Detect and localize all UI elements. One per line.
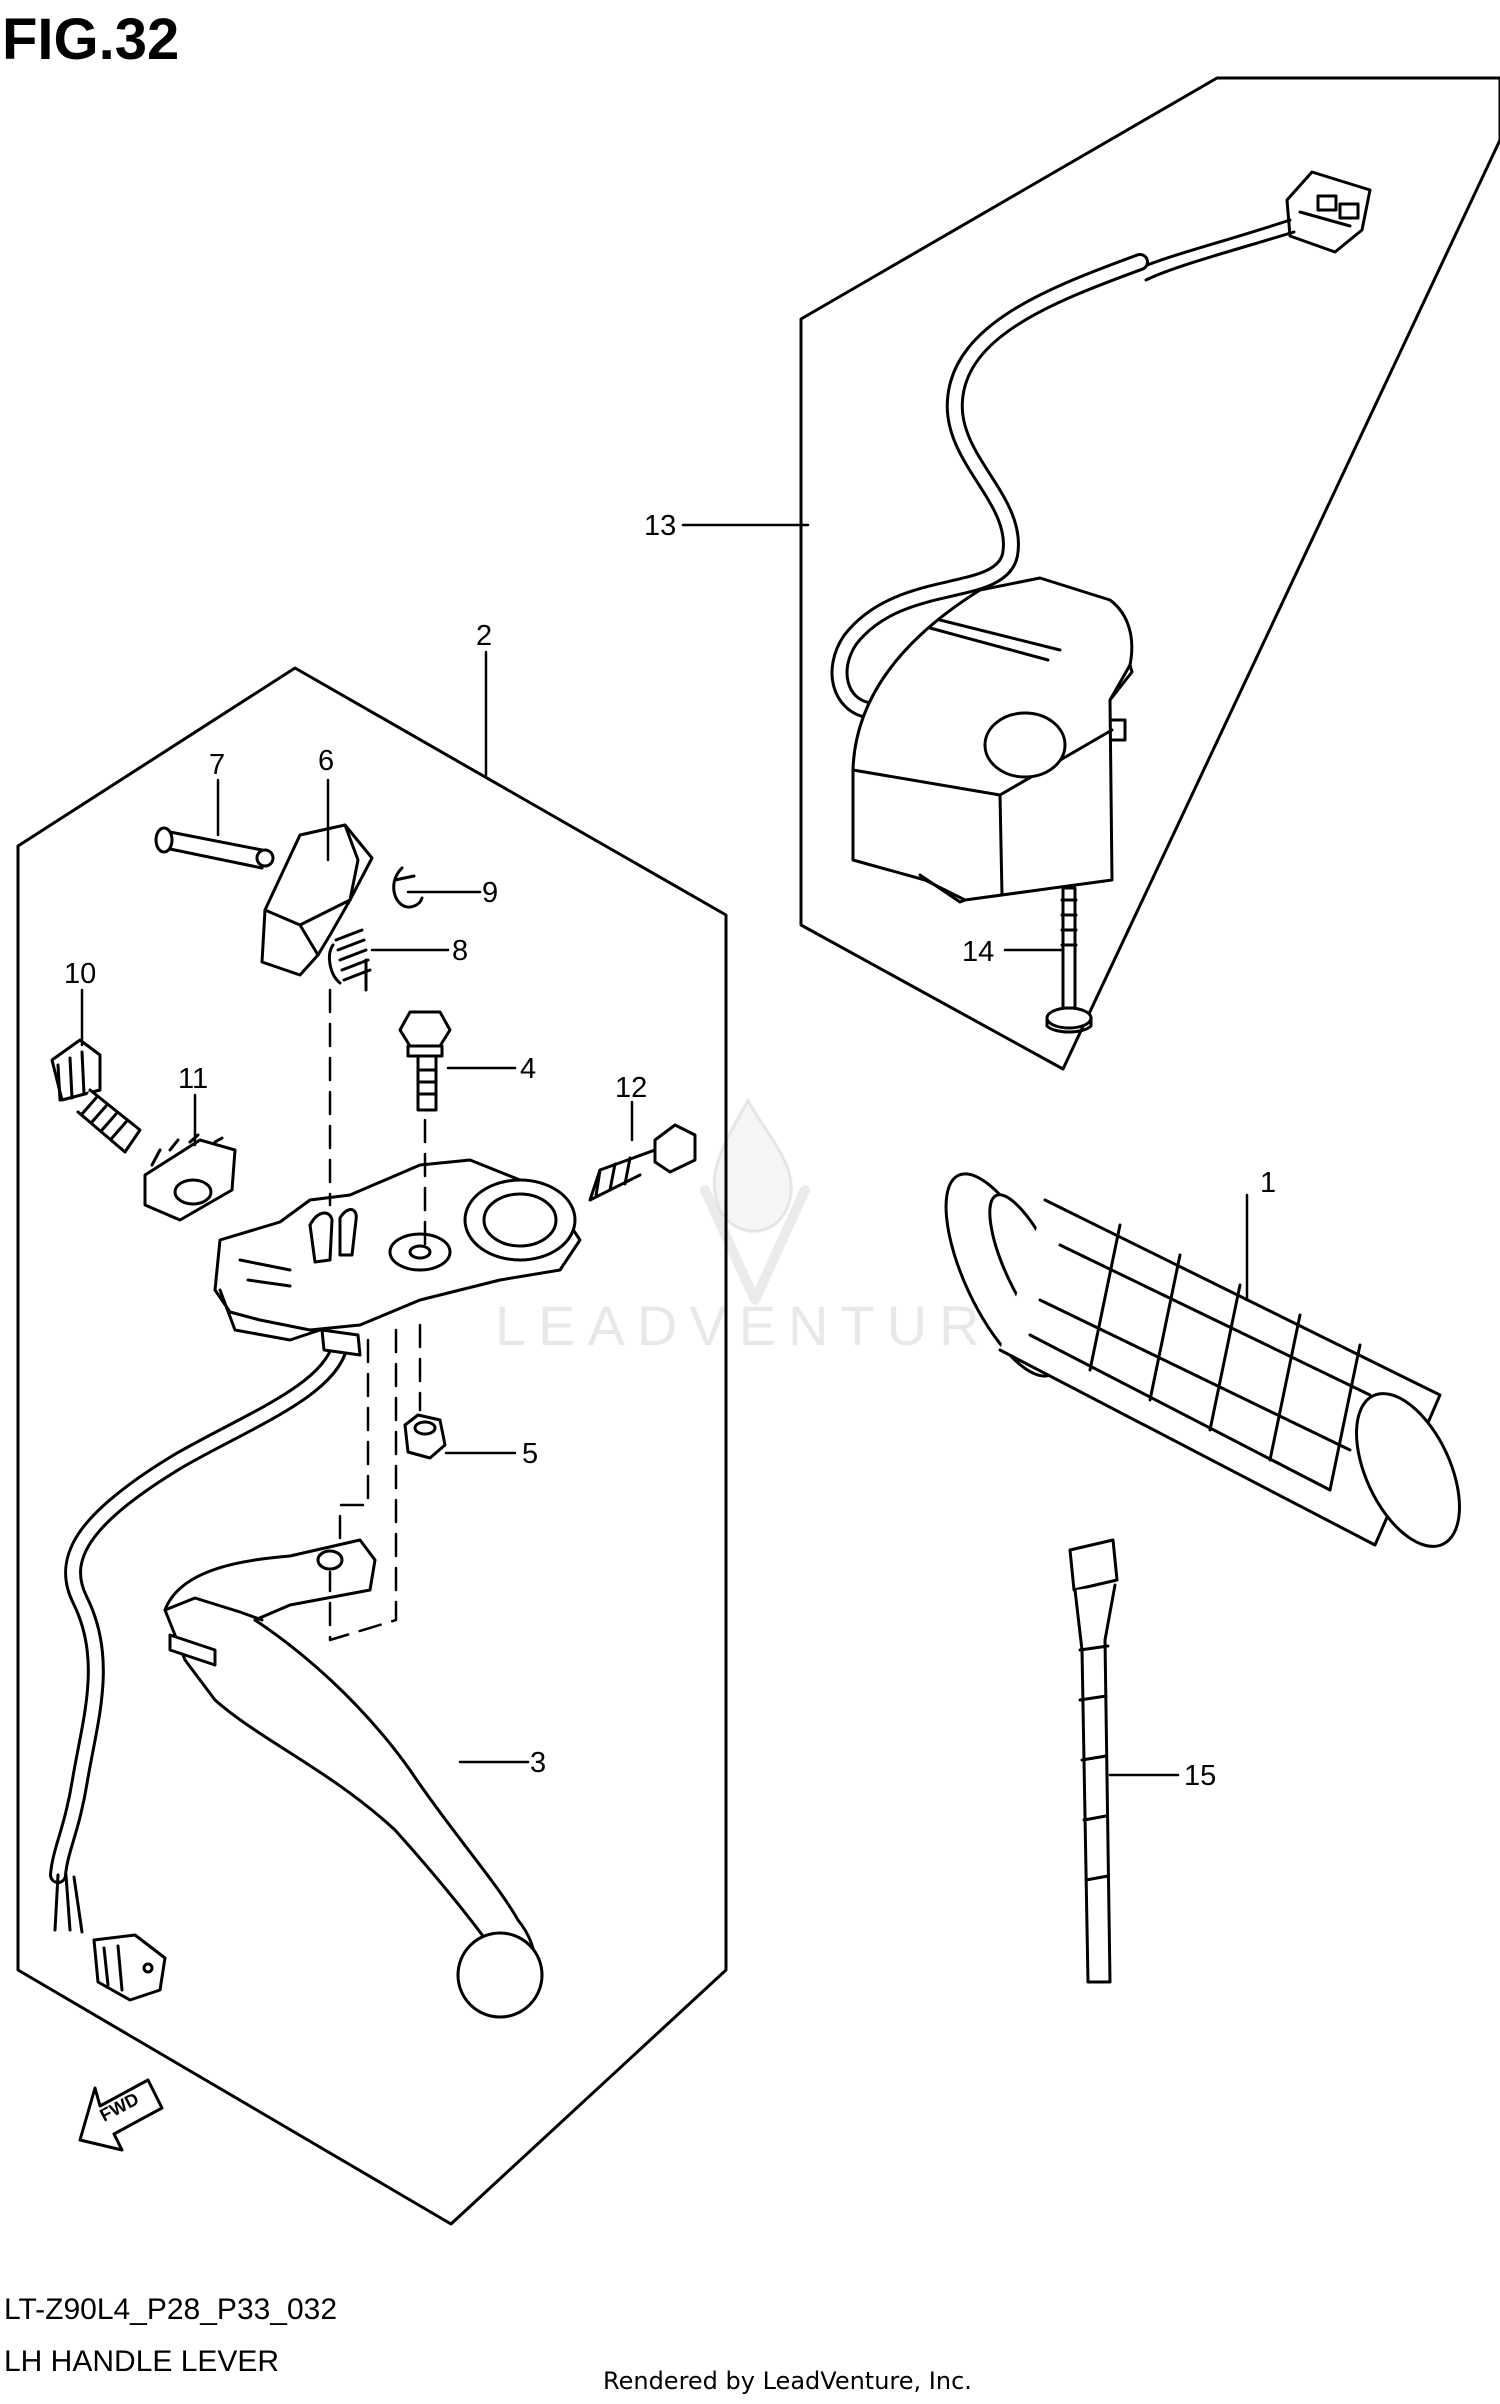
watermark: LEADVENTURE	[495, 1098, 1041, 1357]
watermark-v-icon	[700, 1185, 810, 1305]
section-name: LH HANDLE LEVER	[4, 2345, 280, 2378]
part-8-spring	[328, 928, 372, 992]
callout-2: 2	[476, 620, 492, 652]
callout-11: 11	[178, 1063, 208, 1095]
callout-6: 6	[318, 745, 334, 777]
part-9-clip	[392, 866, 424, 909]
fwd-arrow-icon: FWD	[78, 2078, 164, 2152]
part-5-nut	[403, 1413, 447, 1460]
figure-title: FIG.32	[2, 7, 180, 72]
part-3-lever	[163, 1538, 544, 2019]
lever-wire	[49, 1328, 362, 2002]
render-credit: Rendered by LeadVenture, Inc.	[603, 2367, 972, 2395]
model-code: LT-Z90L4_P28_P33_032	[4, 2293, 338, 2326]
part-15-cable-tie	[1068, 1538, 1119, 1984]
callout-10: 10	[64, 958, 96, 990]
part-13-switch-assembly	[830, 170, 1372, 904]
callout-15: 15	[1184, 1760, 1216, 1792]
callout-3: 3	[530, 1747, 546, 1779]
callout-8: 8	[452, 935, 468, 967]
watermark-text: LEADVENTURE	[495, 1294, 1041, 1357]
callout-7: 7	[209, 749, 225, 781]
part-10-adjuster	[50, 1038, 142, 1154]
part-12-bolt	[588, 1123, 697, 1202]
callout-14: 14	[962, 936, 994, 968]
callout-leaders	[80, 523, 1249, 1777]
callout-labels: 1 2 3 4 5 6 7 8 9 10 11 12 13 14 15	[64, 510, 1276, 1792]
lever-holder	[213, 1158, 582, 1342]
callout-12: 12	[615, 1072, 647, 1104]
part-4-bolt	[398, 1010, 452, 1112]
assembly-outline-group13	[799, 76, 1500, 1071]
part-6-bracket	[260, 823, 374, 977]
part-14-screw	[1045, 886, 1093, 1034]
watermark-flame-icon	[712, 1098, 793, 1233]
part-7-pin	[154, 826, 275, 870]
part-11-locknut	[143, 1133, 237, 1222]
callout-9: 9	[482, 877, 498, 909]
callout-5: 5	[522, 1438, 538, 1470]
assembly-guides	[328, 988, 427, 1642]
callout-13: 13	[644, 510, 676, 542]
callout-4: 4	[520, 1053, 536, 1085]
assembly-outline-group2	[16, 666, 728, 2226]
callout-1: 1	[1260, 1167, 1276, 1199]
part-1-grip	[944, 1172, 1461, 1548]
